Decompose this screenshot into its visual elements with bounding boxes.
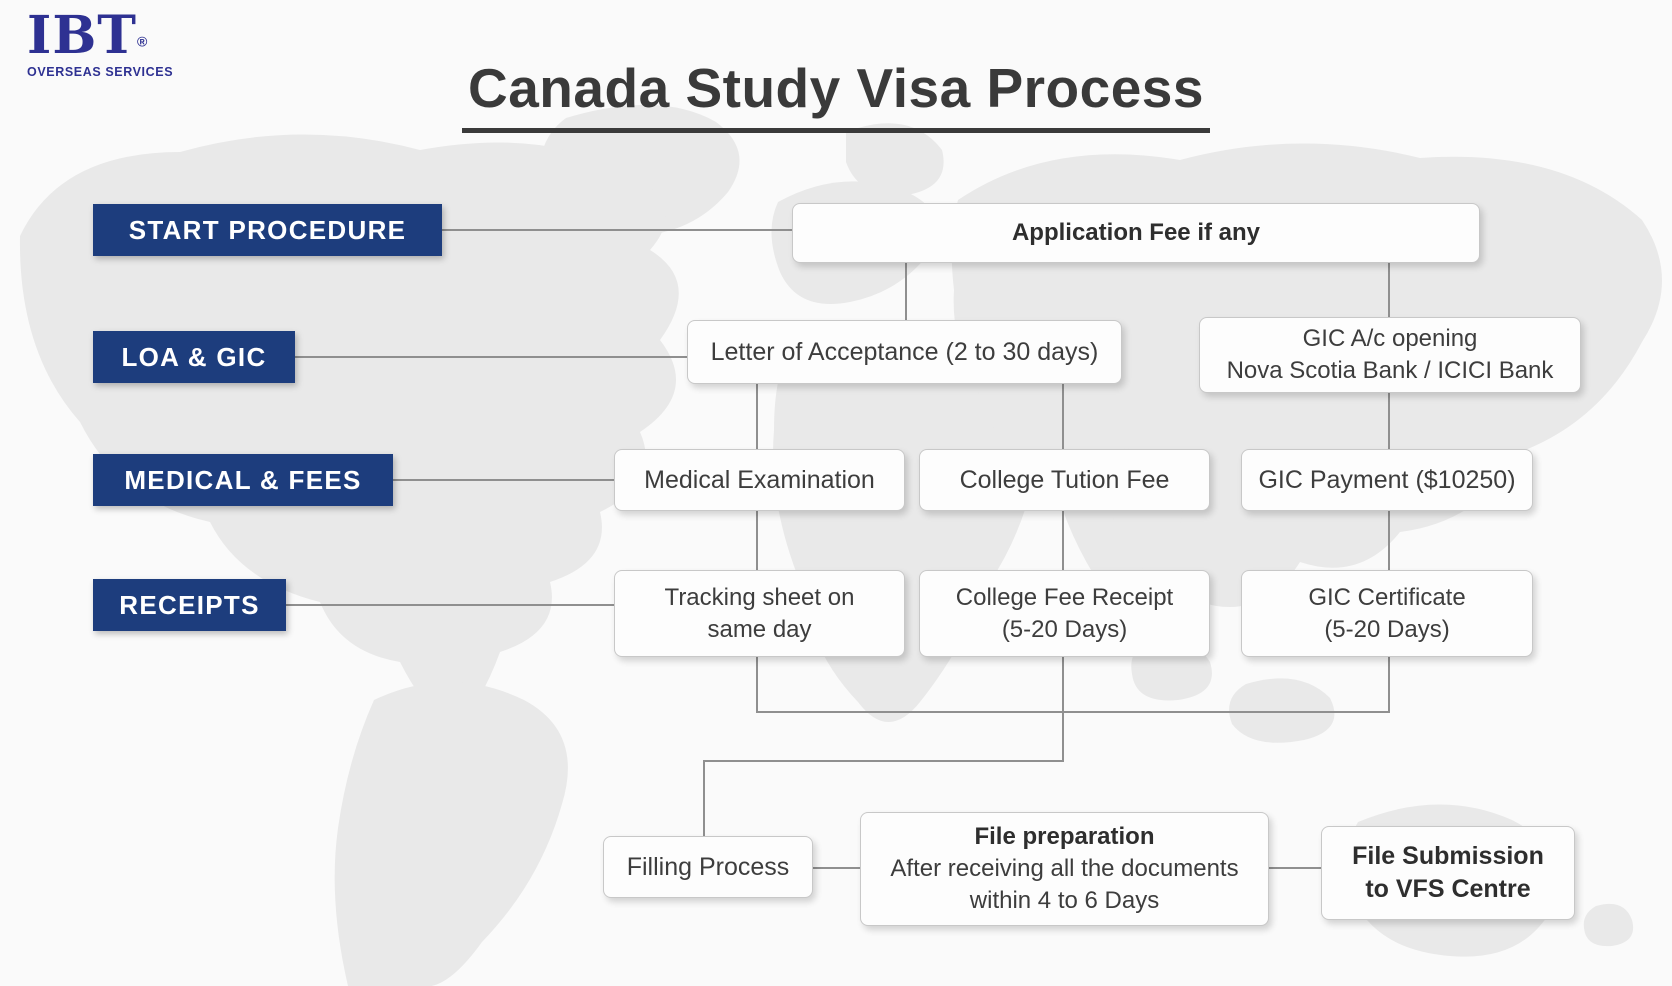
node-tracking-sheet: Tracking sheet on same day bbox=[614, 570, 905, 657]
connector-filling-to-preparation bbox=[811, 867, 860, 869]
ibt-logo-text: IBT bbox=[27, 5, 137, 66]
connector-gic-account-to-payment bbox=[1388, 391, 1390, 449]
connector-elbow-to-filling bbox=[703, 760, 705, 836]
node-gic-payment: GIC Payment ($10250) bbox=[1241, 449, 1533, 511]
connector-payment-to-certificate bbox=[1388, 509, 1390, 570]
node-text: College Fee Receipt bbox=[955, 583, 1174, 611]
node-text: (5-20 Days) bbox=[1324, 615, 1450, 643]
stage-label-medical-fees: MEDICAL & FEES bbox=[93, 454, 393, 506]
node-text: File preparation bbox=[974, 823, 1155, 851]
node-text: same day bbox=[707, 615, 812, 643]
node-gic-account-opening: GIC A/c opening Nova Scotia Bank / ICICI… bbox=[1199, 317, 1581, 393]
connector-receipt-down bbox=[1062, 655, 1064, 762]
node-college-tuition-fee: College Tution Fee bbox=[919, 449, 1210, 511]
stage-label-start-procedure: START PROCEDURE bbox=[93, 204, 442, 256]
node-text: Nova Scotia Bank / ICICI Bank bbox=[1226, 357, 1554, 384]
node-file-submission: File Submission to VFS Centre bbox=[1321, 826, 1575, 920]
stage-label-loa-gic: LOA & GIC bbox=[93, 331, 295, 383]
stage-label-text: MEDICAL & FEES bbox=[124, 464, 362, 495]
stage-label-text: START PROCEDURE bbox=[128, 214, 407, 245]
node-text: within 4 to 6 Days bbox=[969, 886, 1160, 914]
ibt-logo-tagline: OVERSEAS SERVICES bbox=[27, 65, 174, 79]
node-text: GIC Payment ($10250) bbox=[1258, 465, 1516, 494]
stage-label-text: LOA & GIC bbox=[121, 341, 267, 372]
connector-tuition-to-receipt bbox=[1062, 509, 1064, 570]
stage-label-receipts: RECEIPTS bbox=[93, 579, 286, 631]
node-gic-certificate: GIC Certificate (5-20 Days) bbox=[1241, 570, 1533, 657]
connector-appfee-to-gic-account bbox=[1388, 260, 1390, 317]
connector-tracking-down bbox=[756, 655, 758, 713]
connector-receipts-to-tracking bbox=[286, 604, 614, 606]
stage-label-text: RECEIPTS bbox=[119, 589, 260, 620]
page-title: Canada Study Visa Process bbox=[462, 56, 1210, 133]
node-college-fee-receipt: College Fee Receipt (5-20 Days) bbox=[919, 570, 1210, 657]
connector-letter-to-medical-exam bbox=[756, 382, 758, 449]
connector-receipts-collector bbox=[757, 711, 1389, 713]
node-filling-process: Filling Process bbox=[603, 836, 813, 898]
connector-elbow-horizontal bbox=[704, 760, 1064, 762]
node-text: College Tution Fee bbox=[959, 465, 1170, 494]
node-text: GIC Certificate bbox=[1308, 583, 1466, 611]
connector-exam-to-tracking bbox=[756, 509, 758, 570]
node-medical-examination: Medical Examination bbox=[614, 449, 905, 511]
connector-start-to-application-fee bbox=[442, 229, 792, 231]
connector-preparation-to-submission bbox=[1267, 867, 1321, 869]
connector-appfee-to-letter bbox=[905, 260, 907, 320]
node-file-preparation: File preparation After receiving all the… bbox=[860, 812, 1269, 926]
registered-trademark-icon: ® bbox=[136, 33, 148, 50]
connector-medical-to-exam bbox=[393, 479, 614, 481]
node-text: Application Fee if any bbox=[1011, 219, 1261, 247]
node-text: Medical Examination bbox=[644, 465, 875, 494]
connector-letter-to-tuition bbox=[1062, 382, 1064, 449]
node-letter-of-acceptance: Letter of Acceptance (2 to 30 days) bbox=[687, 320, 1122, 384]
node-text: to VFS Centre bbox=[1365, 875, 1531, 903]
node-text: GIC A/c opening bbox=[1302, 325, 1478, 353]
node-text: (5-20 Days) bbox=[1001, 615, 1128, 643]
connector-certificate-down bbox=[1388, 655, 1390, 713]
node-text: File Submission bbox=[1352, 842, 1544, 870]
node-application-fee: Application Fee if any bbox=[792, 203, 1480, 263]
node-text: Tracking sheet on bbox=[664, 583, 855, 611]
node-text: Filling Process bbox=[626, 852, 790, 881]
connector-loa-to-letter bbox=[295, 356, 687, 358]
node-text: After receiving all the documents bbox=[890, 855, 1239, 883]
node-text: Letter of Acceptance (2 to 30 days) bbox=[710, 337, 1099, 366]
ibt-logo: IBT® OVERSEAS SERVICES bbox=[27, 10, 173, 79]
